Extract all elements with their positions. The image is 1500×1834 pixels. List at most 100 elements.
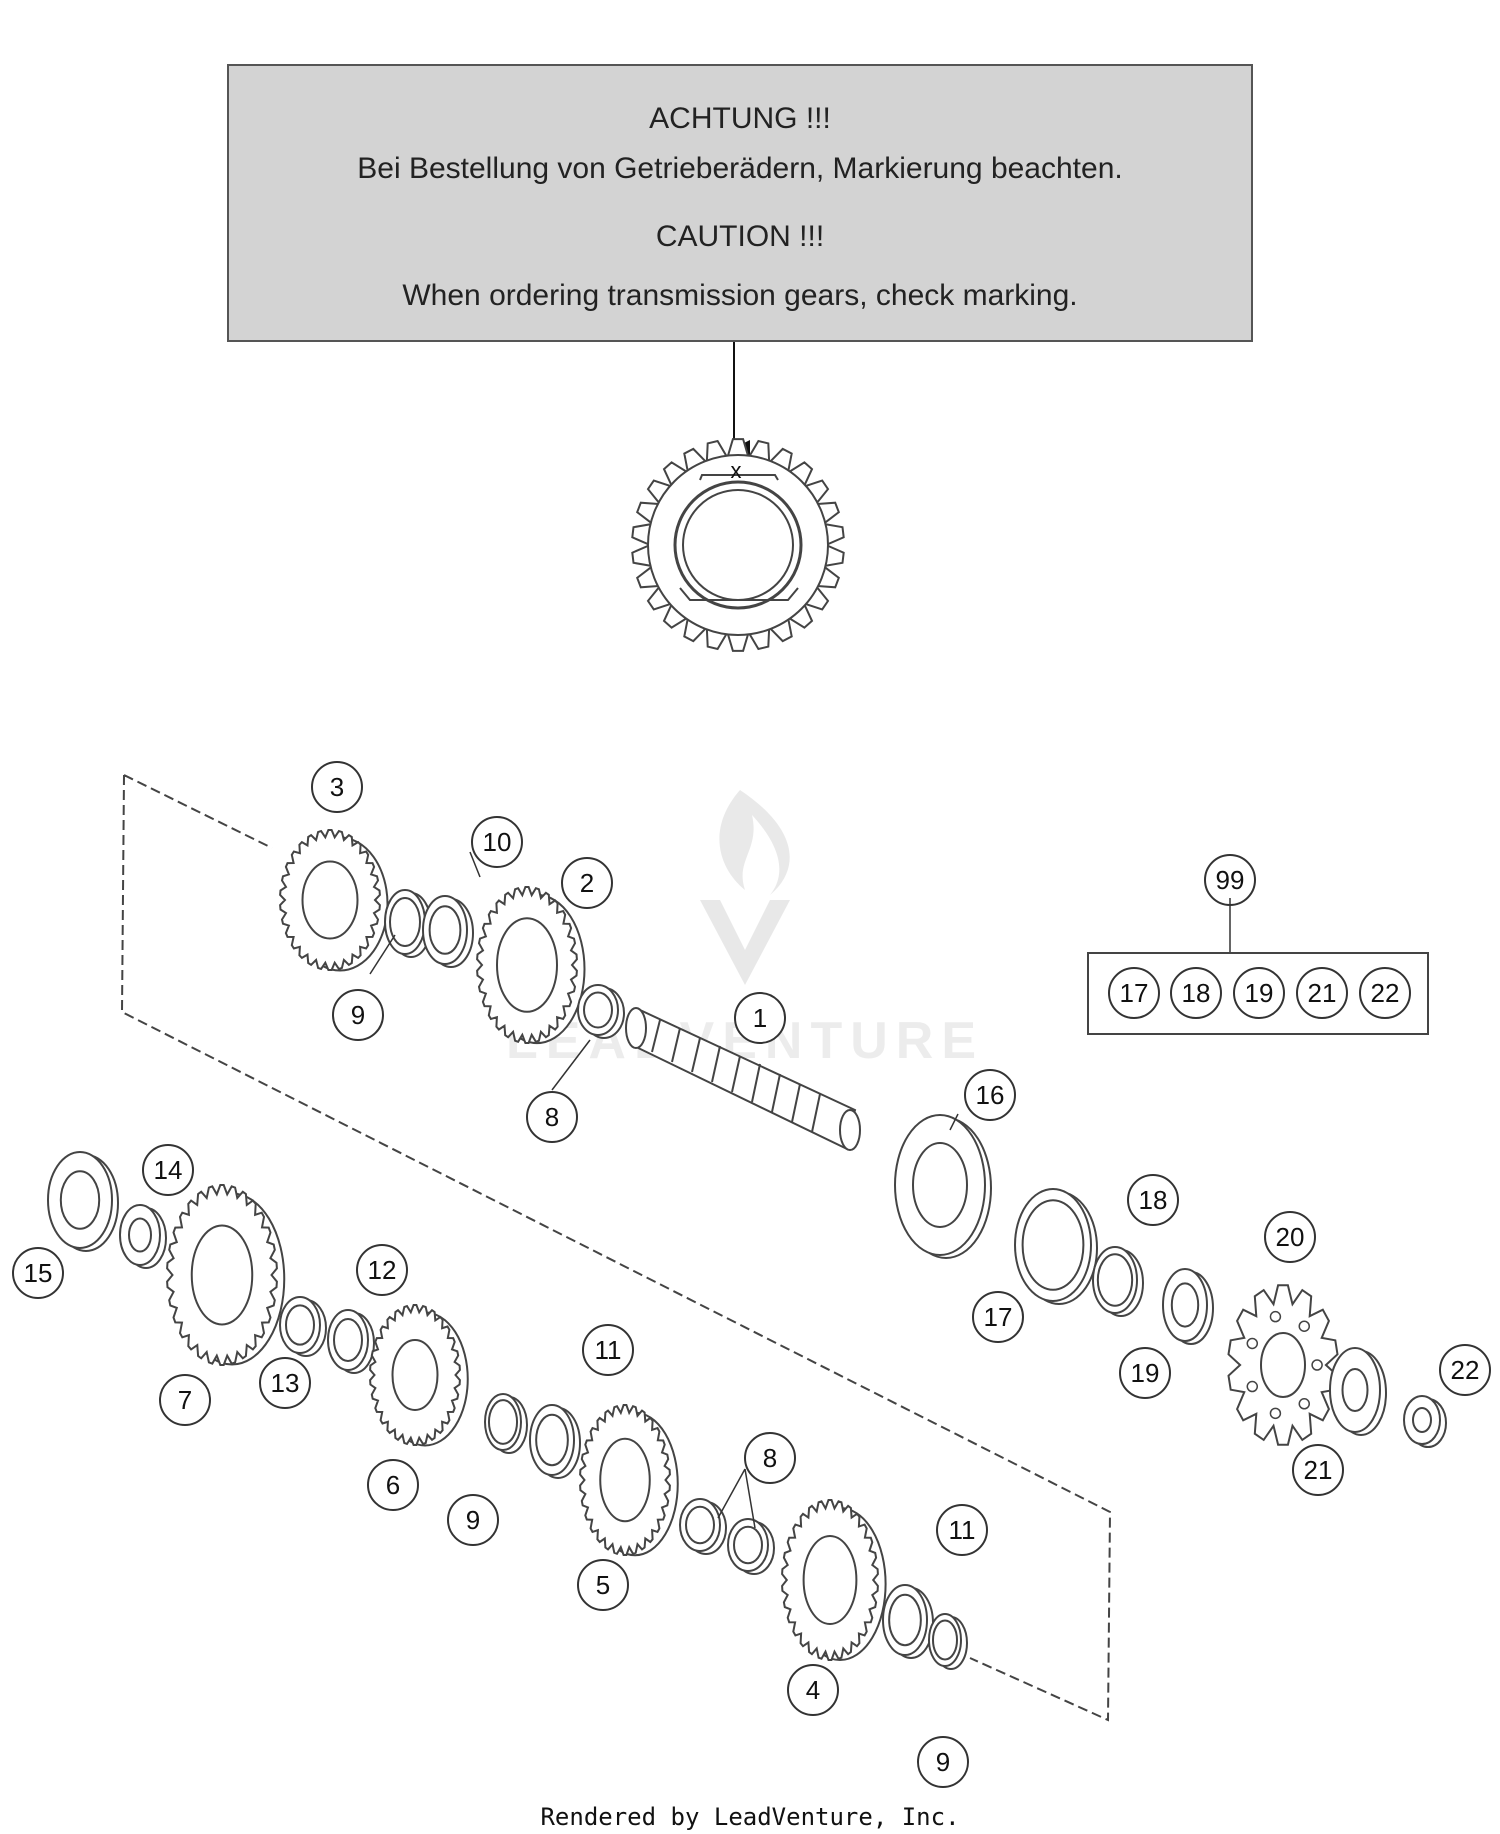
part-bushing-8a bbox=[577, 984, 625, 1039]
callout-c12: 12 bbox=[356, 1244, 408, 1296]
callout-c5: 5 bbox=[577, 1559, 629, 1611]
callout-label: 5 bbox=[596, 1570, 610, 1600]
caution-text-german: Bei Bestellung von Getrieberädern, Marki… bbox=[357, 152, 1123, 185]
callout-label: 21 bbox=[1304, 1455, 1333, 1485]
part-gear-2 bbox=[476, 886, 586, 1045]
kit-item-k22: 22 bbox=[1359, 967, 1411, 1019]
footer-credit: Rendered by LeadVenture, Inc. bbox=[540, 1803, 960, 1831]
kit-item-k18: 18 bbox=[1170, 967, 1222, 1019]
part-bushing-13 bbox=[279, 1296, 327, 1357]
callout-c14: 14 bbox=[142, 1144, 194, 1196]
part-washer-11a bbox=[529, 1404, 581, 1479]
part-washer-10 bbox=[422, 895, 474, 968]
part-bearing-15 bbox=[47, 1151, 119, 1252]
callout-c16: 16 bbox=[964, 1069, 1016, 1121]
marked-gear-detail: x bbox=[631, 438, 845, 652]
part-bushing-8c bbox=[727, 1518, 775, 1575]
kit-item-label: 17 bbox=[1120, 978, 1149, 1008]
callout-c7: 7 bbox=[159, 1374, 211, 1426]
callout-label: 9 bbox=[351, 1000, 365, 1030]
part-washer-12 bbox=[327, 1309, 375, 1374]
part-gear-7 bbox=[166, 1184, 286, 1366]
callout-label: 20 bbox=[1276, 1222, 1305, 1252]
caution-title-german: ACHTUNG !!! bbox=[649, 102, 831, 135]
callout-c10: 10 bbox=[471, 816, 523, 868]
callout-label: 9 bbox=[466, 1505, 480, 1535]
part-gear-6 bbox=[369, 1304, 469, 1447]
callout-label: 11 bbox=[595, 1335, 622, 1365]
kit-item-label: 18 bbox=[1182, 978, 1211, 1008]
leader-lines bbox=[369, 851, 1231, 1529]
part-washer-11b bbox=[882, 1584, 934, 1659]
kit-item-k17: 17 bbox=[1108, 967, 1160, 1019]
kit-item-label: 22 bbox=[1371, 978, 1400, 1008]
part-gear-3 bbox=[279, 829, 389, 972]
part-ring-18 bbox=[1092, 1246, 1144, 1317]
callout-label: 2 bbox=[580, 868, 594, 898]
callout-label: 17 bbox=[984, 1302, 1013, 1332]
part-washer-14 bbox=[119, 1204, 167, 1269]
callout-c9b: 9 bbox=[447, 1494, 499, 1546]
callout-label: 14 bbox=[154, 1155, 183, 1185]
callout-label: 99 bbox=[1216, 865, 1245, 895]
kit-item-label: 21 bbox=[1308, 978, 1337, 1008]
callout-c20: 20 bbox=[1264, 1211, 1316, 1263]
part-washer-21 bbox=[1329, 1347, 1387, 1436]
callout-label: 9 bbox=[936, 1747, 950, 1777]
callout-c3: 3 bbox=[311, 761, 363, 813]
callout-label: 1 bbox=[753, 1003, 767, 1033]
part-main-shaft bbox=[625, 1007, 861, 1151]
caution-text-english: When ordering transmission gears, check … bbox=[402, 279, 1078, 312]
part-sprocket-20 bbox=[1227, 1284, 1339, 1446]
part-bolt-22 bbox=[1403, 1395, 1447, 1448]
callout-c18: 18 bbox=[1127, 1174, 1179, 1226]
part-spacer-19 bbox=[1162, 1268, 1214, 1345]
callout-c13: 13 bbox=[259, 1357, 311, 1409]
part-ring-9c bbox=[928, 1613, 968, 1670]
callout-c99: 99 bbox=[1204, 854, 1256, 906]
callout-c21: 21 bbox=[1292, 1444, 1344, 1496]
callout-label: 18 bbox=[1139, 1185, 1168, 1215]
callout-c19: 19 bbox=[1119, 1347, 1171, 1399]
callout-c9a: 9 bbox=[332, 989, 384, 1041]
kit-item-label: 19 bbox=[1245, 978, 1274, 1008]
part-ring-9a bbox=[384, 889, 432, 958]
callout-c8a: 8 bbox=[526, 1091, 578, 1143]
callout-label: 19 bbox=[1131, 1358, 1160, 1388]
callout-c6: 6 bbox=[367, 1459, 419, 1511]
part-gear-4 bbox=[781, 1499, 887, 1661]
part-gear-5 bbox=[579, 1404, 679, 1557]
callout-label: 8 bbox=[763, 1443, 777, 1473]
callout-label: 12 bbox=[368, 1255, 397, 1285]
callout-c8b: 8 bbox=[744, 1432, 796, 1484]
callout-c11a: 11 bbox=[582, 1324, 634, 1376]
callout-label: 8 bbox=[545, 1102, 559, 1132]
callout-label: 7 bbox=[178, 1385, 192, 1415]
part-seal-17 bbox=[1014, 1188, 1098, 1305]
part-bushing-8b bbox=[679, 1498, 727, 1555]
callout-c9c: 9 bbox=[917, 1736, 969, 1788]
callout-label: 11 bbox=[949, 1515, 976, 1545]
callout-label: 4 bbox=[806, 1675, 820, 1705]
callout-c11b: 11 bbox=[936, 1504, 988, 1556]
callout-label: 3 bbox=[330, 772, 344, 802]
callout-c2: 2 bbox=[561, 857, 613, 909]
callout-label: 10 bbox=[483, 827, 512, 857]
caution-title-english: CAUTION !!! bbox=[655, 220, 825, 253]
kit-item-k19: 19 bbox=[1233, 967, 1285, 1019]
kit-box: 17 18 19 21 22 bbox=[1087, 952, 1429, 1035]
caution-notice-box: ACHTUNG !!! Bei Bestellung von Getrieber… bbox=[227, 64, 1253, 342]
kit-item-k21: 21 bbox=[1296, 967, 1348, 1019]
callout-label: 6 bbox=[386, 1470, 400, 1500]
callout-label: 16 bbox=[976, 1080, 1005, 1110]
callout-c22: 22 bbox=[1439, 1344, 1491, 1396]
callout-c4: 4 bbox=[787, 1664, 839, 1716]
callout-c15: 15 bbox=[12, 1247, 64, 1299]
callout-c17: 17 bbox=[972, 1291, 1024, 1343]
gear-marking-x: x bbox=[731, 458, 742, 483]
part-bearing-16 bbox=[894, 1114, 992, 1259]
callout-label: 13 bbox=[271, 1368, 300, 1398]
assembly-outline bbox=[120, 774, 1112, 1722]
callout-label: 15 bbox=[24, 1258, 53, 1288]
